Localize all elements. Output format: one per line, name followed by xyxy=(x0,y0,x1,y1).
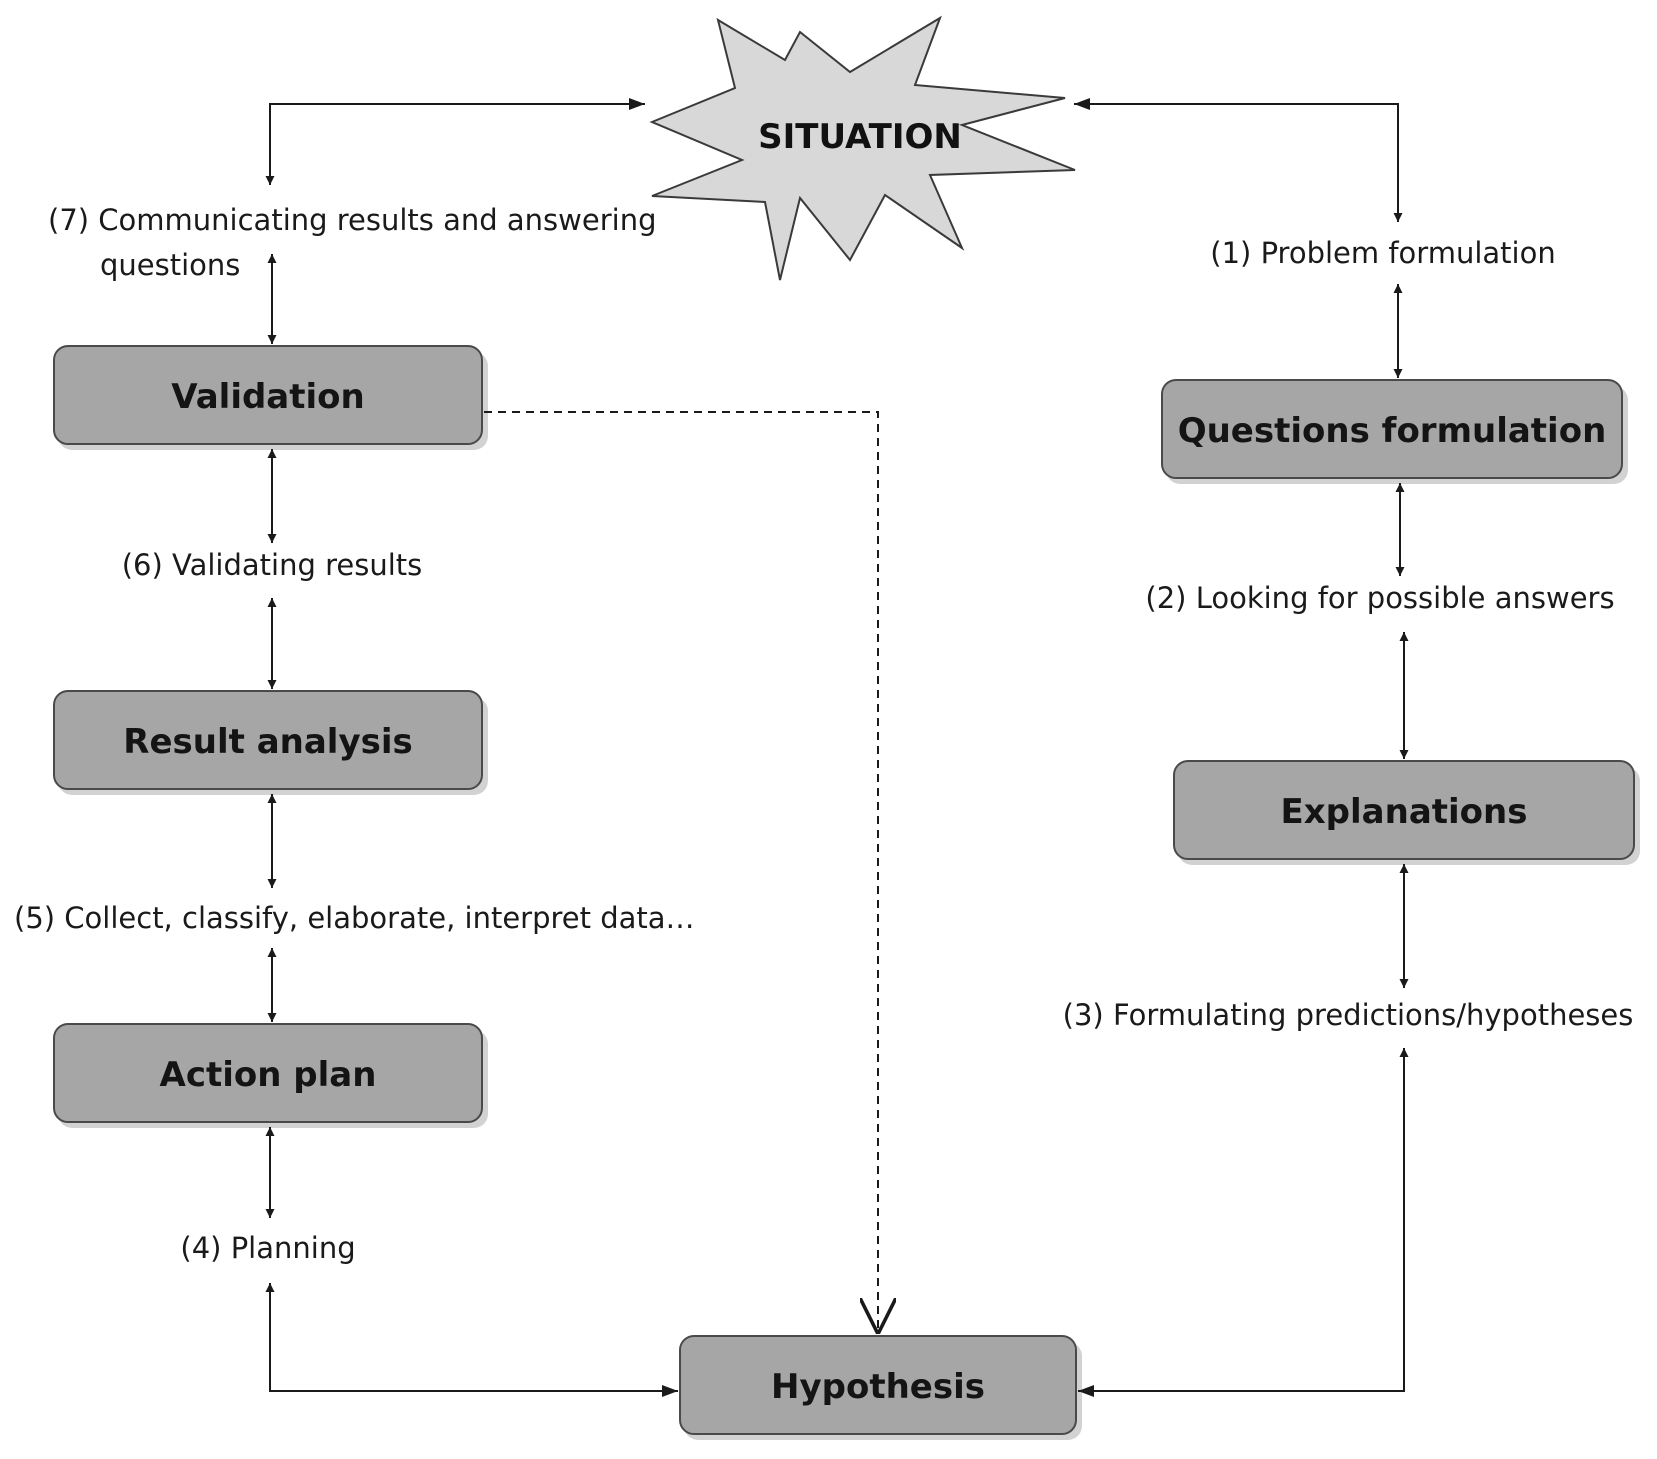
arrow-situation-to-step7 xyxy=(265,98,645,185)
result-analysis-box[interactable]: Result analysis xyxy=(53,690,488,795)
hypothesis-label: Hypothesis xyxy=(771,1367,985,1407)
step-7-label-line1: (7) Communicating results and answering xyxy=(48,203,657,237)
validation-box[interactable]: Validation xyxy=(53,345,488,450)
step-2-label: (2) Looking for possible answers xyxy=(1145,581,1614,615)
step-6-label: (6) Validating results xyxy=(122,548,423,582)
action-plan-box[interactable]: Action plan xyxy=(53,1023,488,1128)
step-5-label: (5) Collect, classify, elaborate, interp… xyxy=(14,901,695,935)
validation-label: Validation xyxy=(171,377,364,417)
situation-label: SITUATION xyxy=(758,117,962,157)
situation-starburst: SITUATION xyxy=(649,15,1076,281)
step-7-label-line2: questions xyxy=(100,248,240,282)
arrow-situation-to-step1 xyxy=(1074,98,1403,222)
step-1-label: (1) Problem formulation xyxy=(1210,236,1555,270)
dashed-arrow-validation-to-hypothesis xyxy=(484,411,878,1334)
hypothesis-box[interactable]: Hypothesis xyxy=(679,1335,1082,1440)
step-4-label: (4) Planning xyxy=(180,1231,355,1265)
result-analysis-label: Result analysis xyxy=(123,722,412,762)
explanations-label: Explanations xyxy=(1281,792,1528,832)
action-plan-label: Action plan xyxy=(160,1055,377,1095)
arrow-step3-hypothesis xyxy=(1078,1048,1409,1397)
explanations-box[interactable]: Explanations xyxy=(1173,760,1640,865)
arrow-step4-hypothesis xyxy=(265,1283,678,1397)
questions-formulation-label: Questions formulation xyxy=(1178,411,1607,451)
questions-formulation-box[interactable]: Questions formulation xyxy=(1161,379,1628,484)
step-3-label: (3) Formulating predictions/hypotheses xyxy=(1063,998,1634,1032)
